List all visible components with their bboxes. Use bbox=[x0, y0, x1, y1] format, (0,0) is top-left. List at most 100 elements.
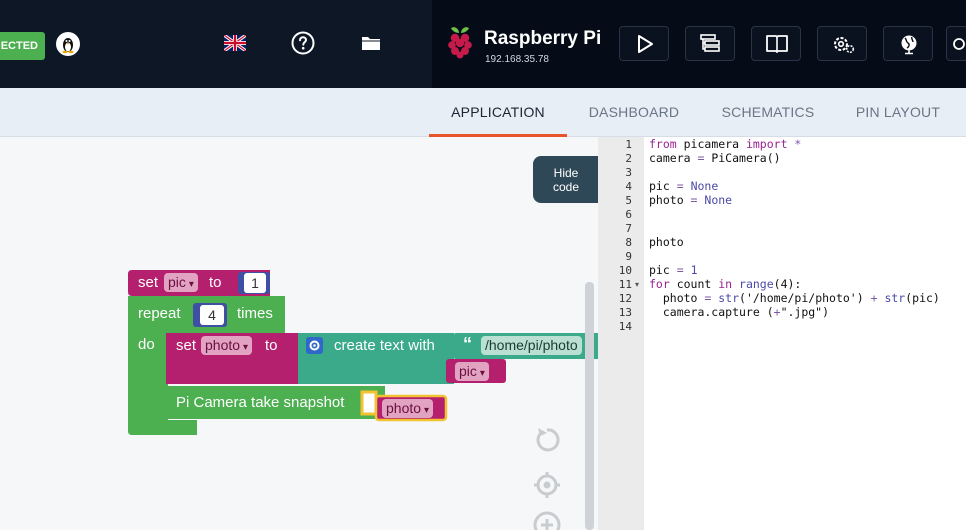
set-photo-label: set bbox=[176, 337, 197, 354]
repeat-block-shape bbox=[128, 296, 285, 435]
number-four-field[interactable]: 4 bbox=[200, 305, 224, 325]
code-token: None bbox=[697, 193, 733, 207]
repeat-label: repeat bbox=[138, 305, 181, 322]
gears-icon bbox=[834, 37, 855, 54]
code-line[interactable]: photo = None bbox=[649, 193, 732, 207]
code-line[interactable]: camera.capture (+".jpg") bbox=[649, 305, 829, 319]
language-flag-icon[interactable] bbox=[223, 33, 247, 53]
settings-button[interactable] bbox=[817, 26, 867, 61]
code-token: + bbox=[773, 305, 781, 319]
tasks-icon bbox=[700, 34, 720, 52]
code-editor[interactable]: 1 from picamera import * 2 camera = PiCamer… bbox=[598, 137, 966, 530]
line-number: 6 bbox=[625, 208, 632, 221]
to-label-2: to bbox=[265, 337, 278, 354]
documentation-button[interactable] bbox=[751, 26, 801, 61]
code-token: PiCamera() bbox=[704, 151, 781, 165]
snapshot-input-slot bbox=[360, 390, 378, 416]
code-token: ('/home/pi/photo') bbox=[739, 291, 871, 305]
code-token: for bbox=[649, 277, 670, 291]
code-token: = bbox=[676, 263, 684, 277]
code-line[interactable]: camera = PiCamera() bbox=[649, 151, 781, 165]
code-line[interactable]: photo bbox=[649, 235, 684, 249]
zoom-in-icon[interactable] bbox=[532, 510, 562, 530]
code-token: (pic) bbox=[905, 291, 940, 305]
code-line[interactable]: for count in range(4): bbox=[649, 277, 801, 291]
line-number: 2 bbox=[625, 152, 632, 165]
variable-dropdown-photo-2[interactable]: photo▾ bbox=[382, 399, 434, 418]
help-icon[interactable] bbox=[291, 31, 315, 55]
blocks-workspace[interactable]: set pic▾ to 1 repeat 4 times do set phot… bbox=[0, 137, 598, 530]
run-button[interactable] bbox=[619, 26, 669, 61]
play-icon bbox=[638, 35, 653, 53]
variable-dropdown-pic-2[interactable]: pic▾ bbox=[455, 362, 489, 381]
line-number: 14 bbox=[618, 320, 632, 333]
line-number-gutter bbox=[598, 137, 644, 530]
tab-schematics[interactable]: SCHEMATICS bbox=[721, 104, 815, 120]
hide-code-label-2: code bbox=[552, 180, 580, 194]
top-bar: ECTED bbox=[0, 0, 966, 88]
center-workspace-icon[interactable] bbox=[532, 470, 562, 500]
code-token: photo bbox=[649, 193, 691, 207]
code-token: import bbox=[745, 137, 788, 151]
code-token: photo bbox=[649, 235, 684, 249]
network-button[interactable] bbox=[883, 26, 933, 61]
hide-code-button[interactable]: Hide code bbox=[533, 156, 598, 203]
tab-pin-layout[interactable]: PIN LAYOUT bbox=[855, 104, 941, 120]
line-number: 5 bbox=[625, 194, 632, 207]
code-line[interactable]: from picamera import * bbox=[649, 137, 801, 151]
code-token: None bbox=[683, 179, 719, 193]
line-number: 3 bbox=[625, 166, 632, 179]
variable-dropdown-pic[interactable]: pic▾ bbox=[164, 273, 198, 292]
user-icon bbox=[953, 38, 965, 50]
workspace-scrollbar[interactable] bbox=[585, 282, 594, 530]
tab-application[interactable]: APPLICATION bbox=[429, 88, 567, 138]
code-token: camera.capture ( bbox=[649, 305, 774, 319]
fold-toggle-icon[interactable]: ▾ bbox=[635, 280, 640, 289]
connection-status-badge: ECTED bbox=[0, 32, 45, 60]
code-line[interactable]: pic = None bbox=[649, 179, 718, 193]
quote-icon: “ bbox=[463, 334, 472, 354]
tasks-button[interactable] bbox=[685, 26, 735, 61]
set-label: set bbox=[138, 274, 159, 291]
create-text-label: create text with bbox=[334, 337, 435, 354]
code-token: = bbox=[690, 193, 698, 207]
code-token: ".jpg") bbox=[780, 305, 830, 319]
number-one-field[interactable]: 1 bbox=[244, 273, 266, 293]
code-token: = bbox=[676, 179, 684, 193]
code-token: count bbox=[669, 277, 719, 291]
line-number: 12 bbox=[618, 292, 632, 305]
code-token: photo bbox=[649, 291, 705, 305]
code-token: range bbox=[732, 277, 774, 291]
tab-bar: APPLICATION DASHBOARD SCHEMATICS PIN LAY… bbox=[0, 88, 966, 138]
times-label: times bbox=[237, 305, 273, 322]
code-line[interactable]: photo = str('/home/pi/photo') + str(pic) bbox=[649, 291, 940, 305]
set-photo-block-shape bbox=[166, 333, 298, 384]
reset-zoom-icon[interactable] bbox=[532, 425, 562, 455]
code-token: from bbox=[649, 137, 677, 151]
book-icon bbox=[766, 35, 788, 53]
do-label: do bbox=[138, 336, 155, 353]
code-token: = bbox=[704, 291, 712, 305]
line-number: 1 bbox=[625, 138, 632, 151]
variable-dropdown-photo[interactable]: photo▾ bbox=[201, 336, 253, 355]
snapshot-label: Pi Camera take snapshot bbox=[176, 394, 345, 411]
account-button[interactable] bbox=[946, 26, 966, 61]
code-token: (4): bbox=[773, 277, 802, 291]
code-token: camera bbox=[649, 151, 698, 165]
globe-icon bbox=[901, 35, 917, 55]
code-token: * bbox=[787, 137, 802, 151]
folder-icon[interactable] bbox=[361, 34, 381, 52]
code-token: 1 bbox=[683, 263, 698, 277]
create-text-block-shape bbox=[298, 333, 454, 384]
code-token: in bbox=[718, 277, 733, 291]
code-token: pic bbox=[649, 179, 677, 193]
line-number: 9 bbox=[625, 250, 632, 263]
code-line[interactable]: pic = 1 bbox=[649, 263, 698, 277]
tab-dashboard[interactable]: DASHBOARD bbox=[588, 104, 680, 120]
linux-icon[interactable] bbox=[56, 32, 80, 56]
code-token: str bbox=[711, 291, 740, 305]
line-number: 13 bbox=[618, 306, 632, 319]
line-number: 11 bbox=[618, 278, 632, 291]
code-token: = bbox=[697, 151, 705, 165]
text-path-field[interactable]: /home/pi/photo bbox=[481, 336, 582, 355]
